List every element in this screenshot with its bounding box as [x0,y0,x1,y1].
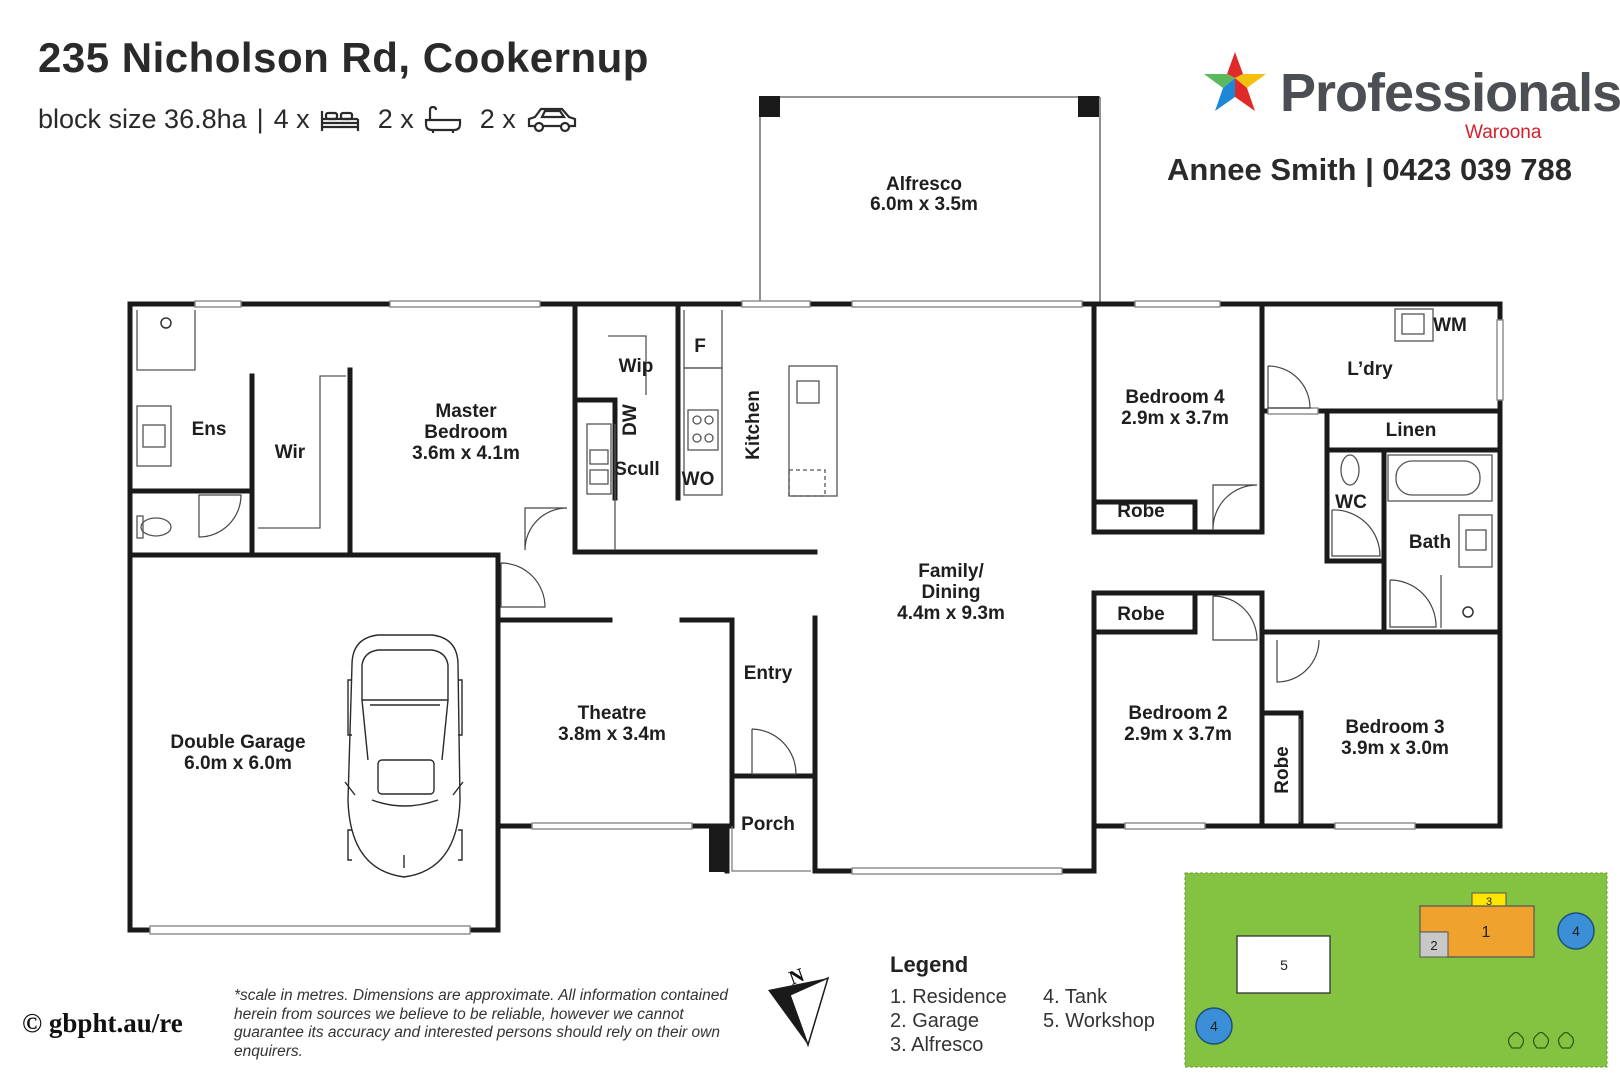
property-address: 235 Nicholson Rd, Cookernup [38,34,649,81]
block-size: block size 36.8ha [38,104,247,134]
property-specs: block size 36.8ha | 4 x 2 x 2 x [38,104,596,135]
bed4-dim: 2.9m x 3.7m [1121,408,1229,429]
site-tank-west [1195,1007,1233,1045]
site-marker-workshop: 5 [1280,957,1288,973]
wo-label: WO [682,469,715,490]
legend-item-garage: 2. Garage [890,1010,979,1032]
robe-bed3-label: Robe [1272,746,1293,794]
bath-label: Bath [1409,532,1451,553]
disclaimer-text: *scale in metres. Dimensions are approxi… [234,987,728,1060]
star-logo-icon [1204,52,1266,111]
garage-label: Double Garage [170,732,305,753]
laundry-label: L’dry [1347,359,1393,380]
legend-item-workshop: 5. Workshop [1043,1010,1155,1032]
garage-dim: 6.0m x 6.0m [184,753,292,774]
bed-icon [320,110,359,131]
legend-title: Legend [890,952,969,977]
car-drawing [344,634,464,878]
alfresco-post-right [1078,96,1099,117]
porch-pier [709,826,729,872]
door-swings [198,365,1437,775]
wir-label: Wir [275,442,306,463]
family-label: Family/ [918,561,984,582]
copyright-link[interactable]: © gbpht.au/re [22,1008,183,1038]
brand-logo: Professionals Waroona [1200,48,1620,148]
bed4-label: Bedroom 4 [1125,387,1225,408]
fridge-label: F [694,336,706,357]
family-dim: 4.4m x 9.3m [897,603,1005,624]
brand-office: Waroona [1465,122,1542,143]
legend-item-tank: 4. Tank [1043,986,1108,1008]
car-icon [527,107,576,132]
entry-label: Entry [744,663,793,684]
master-dim: 3.6m x 4.1m [412,443,520,464]
windows [149,300,1504,935]
bath-icon [424,105,461,133]
bed3-label: Bedroom 3 [1345,717,1444,738]
agent-contact: Annee Smith | 0423 039 788 [1167,152,1572,187]
shower-head-icon [160,317,1474,618]
dw-label: DW [620,404,641,436]
alfresco-dim: 6.0m x 3.5m [870,194,978,215]
car-count: 2 x [479,104,516,134]
porch-label: Porch [741,814,795,835]
legend-item-residence: 1. Residence [890,986,1007,1008]
robe-bed2-label: Robe [1117,604,1165,625]
ens-label: Ens [192,419,227,440]
wm-label: WM [1433,315,1467,336]
walls [127,301,1503,933]
site-marker-residence: 1 [1482,924,1491,941]
site-marker-alfresco: 3 [1486,896,1492,908]
alfresco-post-left [759,96,780,117]
theatre-dim: 3.8m x 3.4m [558,724,666,745]
wip-label: Wip [619,356,654,377]
master-label-2: Bedroom [424,422,507,443]
site-tank-east [1557,912,1595,950]
site-marker-tank-west: 4 [1210,1018,1218,1034]
robe-bed4-label: Robe [1117,501,1165,522]
tree-icon [1507,1031,1575,1049]
bed-count: 4 x [273,104,310,134]
master-label: Master [435,401,497,422]
brand-name: Professionals [1280,63,1620,123]
site-marker-garage: 2 [1430,938,1437,953]
fixtures [136,308,1493,822]
wc-label: WC [1335,492,1367,513]
bed3-dim: 3.9m x 3.0m [1341,738,1449,759]
theatre-label: Theatre [578,703,647,724]
kitchen-label: Kitchen [743,390,764,460]
north-arrow-icon: N [768,964,830,1048]
alfresco-label: Alfresco [886,174,962,195]
scull-label: Scull [614,459,659,480]
family-label-2: Dining [921,582,980,603]
legend-item-alfresco: 3. Alfresco [890,1034,984,1056]
bed2-label: Bedroom 2 [1128,703,1227,724]
bed2-dim: 2.9m x 3.7m [1124,724,1232,745]
bath-count: 2 x [377,104,414,134]
spec-separator: | [256,104,264,134]
site-garage [1419,931,1449,958]
room-labels: Alfresco 6.0m x 3.5m Ens Wir Master Bedr… [170,174,1466,835]
site-workshop [1236,935,1331,994]
site-plan: 3 1 2 5 4 4 [1184,872,1608,1068]
alfresco-outline [759,96,1101,304]
linen-label: Linen [1386,420,1437,441]
porch-outline [731,826,811,872]
site-marker-tank-east: 4 [1572,923,1580,939]
